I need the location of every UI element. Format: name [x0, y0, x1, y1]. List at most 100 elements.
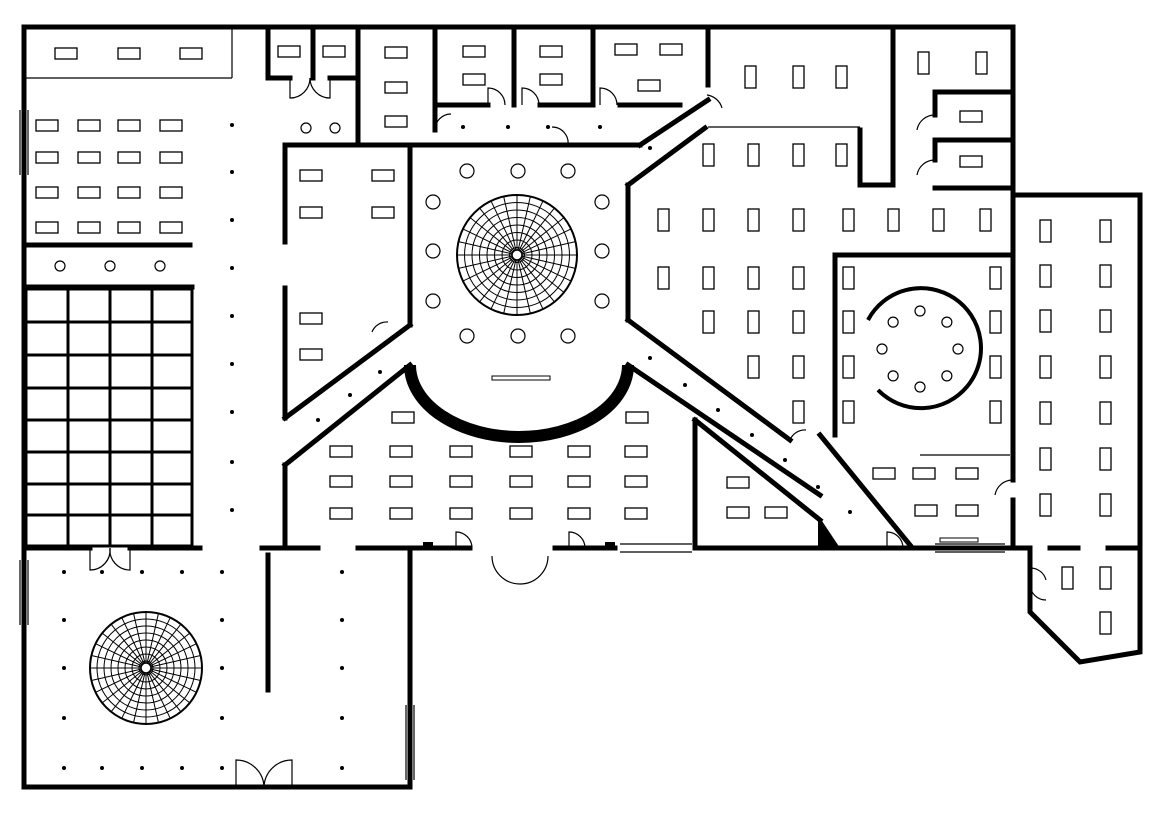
column-dot	[546, 125, 550, 129]
desk	[842, 400, 855, 424]
rotunda-spoke	[521, 241, 576, 255]
desk	[462, 45, 486, 58]
rotunda-spoke	[150, 669, 197, 693]
desk	[887, 208, 900, 232]
column-dot	[140, 766, 144, 770]
desk	[842, 310, 855, 334]
desk	[509, 507, 533, 520]
desk	[955, 467, 979, 480]
desk	[371, 169, 395, 182]
desk	[159, 151, 183, 164]
interior-walls	[21, 24, 1016, 780]
column-dot	[230, 123, 234, 127]
desk	[764, 506, 788, 519]
column-dot	[220, 716, 224, 720]
desk	[792, 355, 805, 379]
desk	[77, 221, 101, 234]
outer-walls	[21, 24, 1143, 790]
desk	[842, 266, 855, 290]
desk	[299, 312, 323, 325]
column-dot	[230, 460, 234, 464]
column-dot	[848, 510, 852, 514]
desk	[1039, 401, 1052, 425]
column-dot	[220, 570, 224, 574]
desk	[747, 208, 760, 232]
rotunda-spoke	[147, 672, 171, 719]
column-dot	[62, 716, 66, 720]
rotunda-spoke	[133, 613, 146, 664]
desk	[54, 47, 78, 60]
desk	[1099, 355, 1112, 379]
stool	[887, 370, 899, 382]
column-dot	[100, 766, 104, 770]
desk	[792, 208, 805, 232]
desk	[1099, 264, 1112, 288]
rotunda-spoke	[110, 623, 144, 665]
column-dot	[378, 370, 382, 374]
rotunda-spoke	[149, 632, 191, 666]
stool	[594, 293, 610, 309]
stool	[154, 260, 166, 272]
desk	[1099, 401, 1112, 425]
desk	[509, 475, 533, 488]
column-dot	[220, 666, 224, 670]
desk	[117, 151, 141, 164]
desk	[917, 51, 930, 75]
column-dot	[683, 383, 687, 387]
column-dot	[340, 716, 344, 720]
rotunda-spoke	[521, 256, 572, 282]
rotunda-spoke	[517, 259, 531, 314]
column-dot	[220, 618, 224, 622]
rotunda-main	[456, 194, 578, 316]
column-dot	[62, 570, 66, 574]
desk	[842, 355, 855, 379]
rotunda-spoke	[518, 259, 544, 310]
desk	[567, 507, 591, 520]
desk	[1039, 447, 1052, 471]
desk	[1099, 566, 1112, 590]
desk	[371, 206, 395, 219]
desk	[329, 445, 353, 458]
stool	[425, 293, 441, 309]
stool	[104, 260, 116, 272]
desk	[624, 507, 648, 520]
desk	[702, 208, 715, 232]
column-dot	[506, 125, 510, 129]
column-dot	[316, 418, 320, 422]
desk	[117, 47, 141, 60]
desk	[1099, 493, 1112, 517]
desk	[159, 221, 183, 234]
rotunda-spoke	[146, 613, 159, 664]
rotunda-spoke	[503, 196, 517, 251]
rotunda-spoke	[133, 672, 146, 723]
column-dot	[340, 666, 344, 670]
desk	[1099, 611, 1112, 635]
desk	[449, 475, 473, 488]
desk	[792, 266, 805, 290]
desk	[462, 73, 486, 86]
stools	[54, 122, 964, 393]
desk	[539, 73, 563, 86]
rotunda-spoke	[148, 671, 182, 713]
desk	[747, 143, 760, 167]
rotunda-spoke	[469, 257, 514, 293]
desk	[449, 445, 473, 458]
desk	[657, 208, 670, 232]
desk	[726, 476, 750, 489]
desk	[77, 186, 101, 199]
desk	[117, 186, 141, 199]
stool	[459, 163, 475, 179]
desk	[702, 143, 715, 167]
rotunda-spoke	[520, 257, 565, 293]
rotunda-spoke	[490, 259, 516, 310]
round-table	[866, 286, 983, 411]
desk	[322, 45, 346, 58]
desk	[1039, 309, 1052, 333]
desk	[384, 46, 408, 59]
desk	[835, 65, 848, 89]
column-dot	[461, 125, 465, 129]
rotunda-spoke	[521, 255, 576, 269]
desk	[624, 475, 648, 488]
stool	[941, 370, 953, 382]
rotunda-spoke	[519, 207, 555, 252]
